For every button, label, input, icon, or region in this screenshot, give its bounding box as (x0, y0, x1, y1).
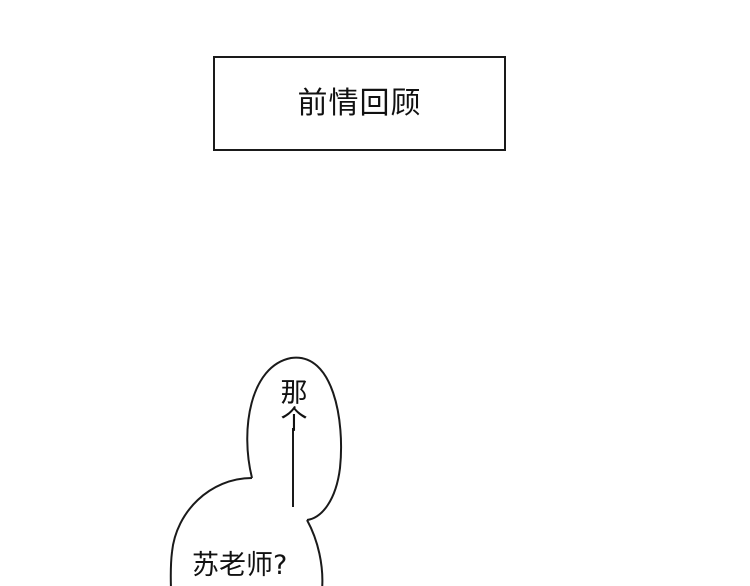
top-bubble-char-2: 个 (280, 405, 308, 436)
top-bubble-char-1: 那 (280, 378, 308, 409)
recap-title-box: 前情回顾 (213, 56, 506, 151)
bottom-bubble-text: 苏老师? (192, 550, 288, 581)
top-bubble-text: 那 个 (276, 380, 312, 434)
top-speech-bubble (246, 356, 343, 521)
recap-title: 前情回顾 (297, 85, 422, 121)
bottom-speech-bubble (169, 477, 324, 586)
